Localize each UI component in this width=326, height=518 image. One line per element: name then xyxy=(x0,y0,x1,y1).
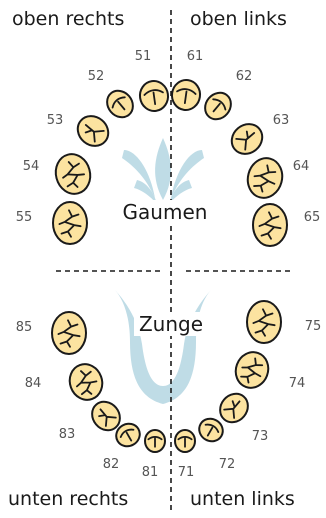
tooth-54 xyxy=(54,153,92,195)
tooth-51 xyxy=(138,80,170,112)
tooth-82-fissure xyxy=(119,428,135,442)
tooth-61-fissure xyxy=(176,88,197,105)
tooth-72 xyxy=(198,417,224,443)
tooth-61-label: 61 xyxy=(187,49,204,64)
tooth-72-label: 72 xyxy=(219,457,236,472)
palate-spray-left-inner xyxy=(134,180,157,204)
tooth-83 xyxy=(91,400,121,432)
palate-drop-center xyxy=(155,138,171,200)
tooth-85-fissure xyxy=(57,319,81,348)
tooth-62 xyxy=(204,91,232,121)
tooth-62-fissure xyxy=(212,98,227,113)
tongue-decoration xyxy=(115,290,211,404)
tooth-84 xyxy=(68,363,104,401)
tongue-label-background xyxy=(134,312,208,336)
tooth-71-label: 71 xyxy=(178,465,195,480)
tooth-74-label: 74 xyxy=(289,376,306,391)
tooth-65-fissure xyxy=(258,211,282,240)
tooth-63-label: 63 xyxy=(273,113,290,128)
tooth-82-label: 82 xyxy=(103,457,120,472)
tooth-52-label: 52 xyxy=(88,69,105,84)
tooth-84-fissure xyxy=(76,370,98,396)
tooth-73-label: 73 xyxy=(252,429,269,444)
palate-spray-right-outer xyxy=(171,150,204,198)
tooth-82 xyxy=(115,422,141,448)
tooth-54-label: 54 xyxy=(23,159,40,174)
tooth-72-fissure xyxy=(204,423,220,437)
palate-decoration xyxy=(122,138,204,204)
tooth-71-fissure xyxy=(177,435,193,448)
tooth-64 xyxy=(246,157,284,199)
tooth-52 xyxy=(106,89,134,119)
tooth-62-label: 62 xyxy=(236,69,253,84)
tooth-84-label: 84 xyxy=(25,376,42,391)
tooth-55 xyxy=(52,201,88,245)
tooth-81-label: 81 xyxy=(142,465,159,480)
tooth-75-fissure xyxy=(252,308,276,337)
label-upper-right-quadrant: oben rechts xyxy=(12,8,125,30)
tooth-54-fissure xyxy=(62,161,85,188)
label-upper-left-quadrant: oben links xyxy=(190,8,287,30)
tooth-81 xyxy=(144,429,166,453)
tooth-73 xyxy=(219,392,249,424)
tooth-53-label: 53 xyxy=(47,113,64,128)
tooth-53-fissure xyxy=(84,124,105,143)
tooth-83-fissure xyxy=(98,408,117,427)
tooth-75-label: 75 xyxy=(305,319,322,334)
tooth-81-fissure xyxy=(147,435,163,448)
tooth-83-label: 83 xyxy=(59,427,76,442)
palate-spray-left-outer xyxy=(122,150,155,198)
tooth-51-label: 51 xyxy=(135,49,152,64)
tooth-85 xyxy=(51,311,87,355)
tooth-55-fissure xyxy=(58,209,82,238)
tooth-61 xyxy=(170,79,202,111)
tooth-71 xyxy=(174,429,196,453)
tooth-65 xyxy=(252,203,288,247)
tooth-55-label: 55 xyxy=(16,210,33,225)
tooth-73-fissure xyxy=(223,400,241,419)
tooth-65-label: 65 xyxy=(304,210,321,225)
palate-spray-right-inner xyxy=(169,180,192,204)
tooth-64-label: 64 xyxy=(293,159,310,174)
tooth-51-fissure xyxy=(143,89,164,106)
tooth-53 xyxy=(76,115,110,147)
palate-label-background xyxy=(126,200,204,224)
palate-label: Gaumen xyxy=(123,200,208,224)
tooth-63 xyxy=(230,123,264,155)
teeth-layer: 51 52 53 54 55 61 62 63 64 65 85 84 83 82 81 75 74 73 72 71 xyxy=(16,49,322,480)
tooth-63-fissure xyxy=(235,130,256,151)
label-lower-left-quadrant: unten links xyxy=(190,488,295,510)
tooth-75 xyxy=(246,300,282,344)
tooth-52-fissure xyxy=(111,96,126,111)
tooth-85-label: 85 xyxy=(16,320,33,335)
tooth-74 xyxy=(234,351,270,389)
label-lower-right-quadrant: unten rechts xyxy=(8,488,129,510)
tooth-74-fissure xyxy=(240,357,264,384)
tooth-64-fissure xyxy=(253,164,277,193)
tongue-label: Zunge xyxy=(139,312,203,336)
